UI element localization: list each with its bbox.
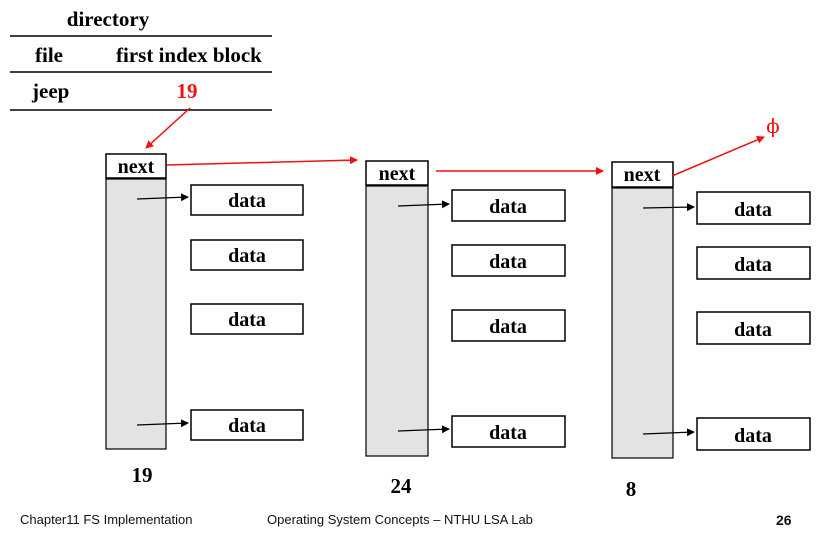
data-block <box>190 184 304 216</box>
entry-first-block: 19 <box>177 79 198 103</box>
data-label: data <box>734 319 772 341</box>
next-arrow-to-null <box>671 136 765 177</box>
next-arrow-19-to-24 <box>166 156 358 166</box>
data-pointer-arrow <box>136 419 189 428</box>
column-header-first-index-block: first index block <box>116 43 262 67</box>
data-label: data <box>734 254 772 276</box>
next-pointer-box <box>105 153 167 179</box>
column-header-file: file <box>35 43 63 67</box>
data-block <box>190 303 304 335</box>
data-pointer-arrow <box>642 203 695 212</box>
next-label: next <box>379 163 416 185</box>
directory-title: directory <box>67 7 150 31</box>
data-block <box>451 244 566 277</box>
data-pointer-arrow <box>642 428 695 437</box>
data-label: data <box>228 190 266 212</box>
data-pointer-arrow <box>397 425 450 434</box>
data-block <box>696 246 811 280</box>
footer-chapter: Chapter11 FS Implementation <box>20 512 193 527</box>
data-label: data <box>228 309 266 331</box>
footer-course: Operating System Concepts – NTHU LSA Lab <box>267 512 533 527</box>
index-entries-column <box>611 187 674 459</box>
data-pointer-arrow <box>397 200 450 209</box>
index-entries-column <box>105 178 167 450</box>
index-block-8: next data data data data 8 <box>611 161 811 501</box>
data-label: data <box>489 316 527 338</box>
data-block <box>696 311 811 345</box>
block-number: 24 <box>391 474 413 498</box>
entry-file-name: jeep <box>31 79 69 103</box>
data-block <box>451 415 566 448</box>
data-label: data <box>228 245 266 267</box>
data-label: data <box>489 251 527 273</box>
data-label: data <box>734 199 772 221</box>
next-label: next <box>118 156 155 178</box>
page-number: 26 <box>776 512 792 528</box>
directory-to-block-arrow <box>145 107 191 149</box>
data-block <box>190 409 304 441</box>
data-block <box>190 239 304 271</box>
data-label: data <box>734 425 772 447</box>
data-block <box>696 191 811 225</box>
data-label: data <box>489 196 527 218</box>
index-entries-column <box>365 185 429 457</box>
data-label: data <box>489 422 527 444</box>
block-number: 19 <box>132 463 153 487</box>
index-block-19: next data data data data 19 <box>105 153 304 487</box>
data-block <box>451 309 566 342</box>
data-block <box>696 417 811 451</box>
data-pointer-arrow <box>136 193 189 202</box>
index-block-24: next data data data data 24 <box>365 160 566 498</box>
null-pointer-symbol: ϕ <box>766 114 780 138</box>
directory-table: directory file first index block jeep 19 <box>10 7 272 111</box>
block-number: 8 <box>626 477 637 501</box>
next-label: next <box>624 164 661 186</box>
next-pointer-box <box>365 160 429 186</box>
next-pointer-box <box>611 161 674 188</box>
data-block <box>451 189 566 222</box>
data-label: data <box>228 415 266 437</box>
